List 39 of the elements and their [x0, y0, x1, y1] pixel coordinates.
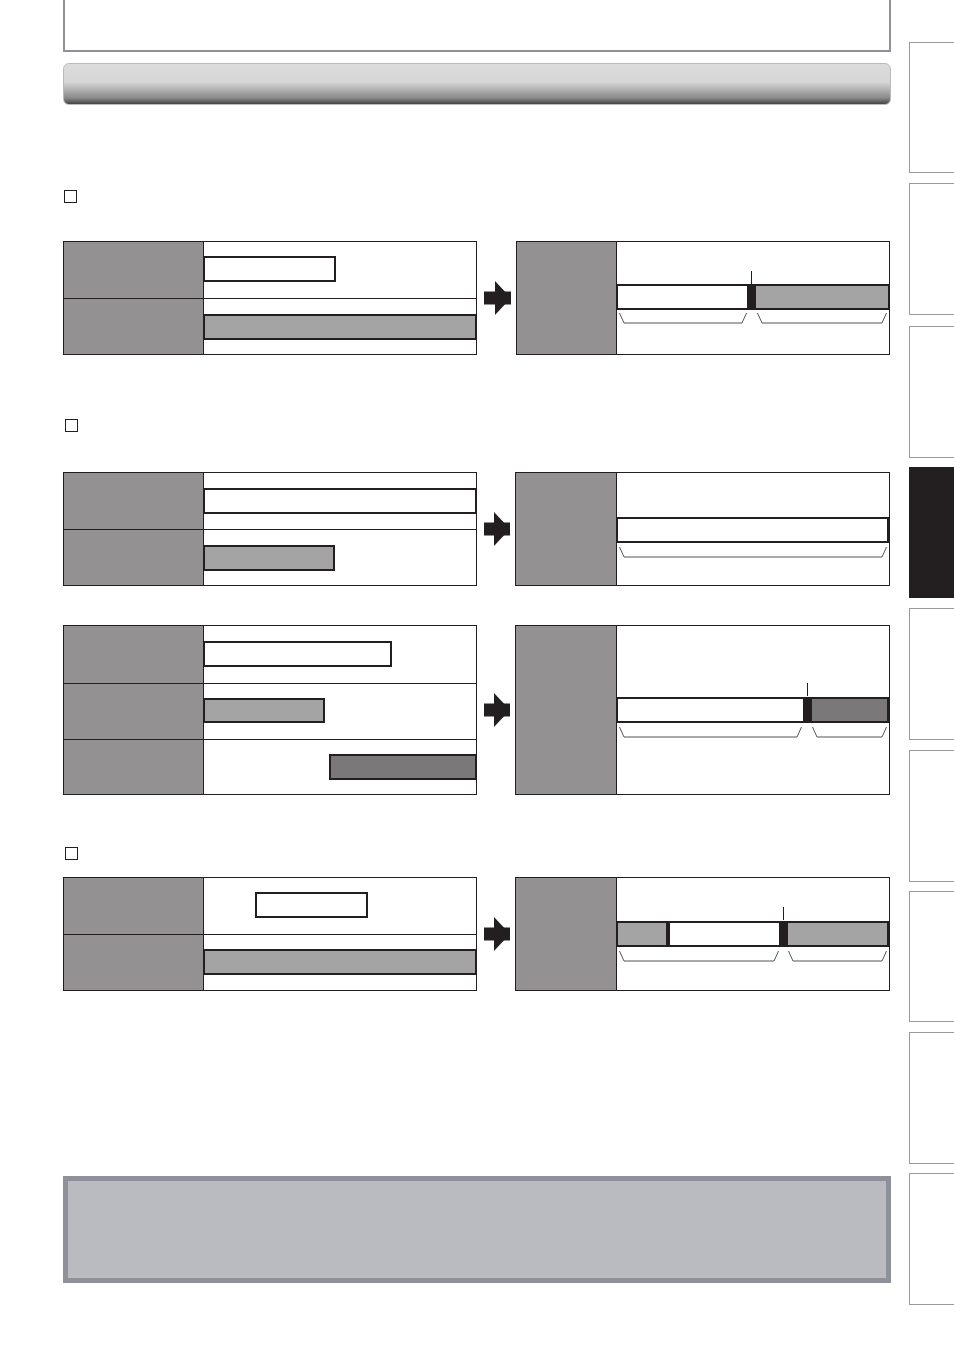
note-box: [63, 1176, 891, 1283]
recording-bar: [616, 284, 749, 310]
side-tab: [909, 608, 954, 740]
timeline-panel: [515, 472, 890, 586]
arrow: [484, 512, 510, 546]
recording-bar: [616, 697, 805, 723]
recording-bar: [203, 314, 477, 340]
side-tab: [909, 467, 954, 598]
arrow: [484, 693, 510, 727]
recording-bar: [255, 892, 368, 918]
side-tab: [909, 183, 954, 315]
side-tab: [909, 1032, 954, 1164]
recording-bar: [616, 517, 889, 543]
timeline-panel: [63, 877, 477, 991]
timeline-panel: [516, 241, 890, 355]
timeline-panel: [515, 625, 890, 795]
arrow: [484, 281, 511, 315]
recording-bar: [754, 284, 890, 310]
timeline-panel: [63, 241, 477, 355]
recording-bar: [616, 921, 668, 947]
timeline-panel: [63, 625, 477, 795]
recording-bar: [203, 698, 325, 723]
recording-bar: [786, 921, 889, 947]
recording-bar: [203, 488, 477, 514]
side-tab: [909, 750, 954, 882]
recording-bar: [203, 949, 477, 975]
side-tab: [909, 1173, 954, 1305]
timeline-panel: [515, 877, 890, 991]
side-tab: [909, 891, 954, 1022]
recording-bar: [203, 545, 335, 571]
recording-bar: [810, 697, 889, 723]
recording-bar: [329, 754, 477, 780]
side-tab: [909, 326, 954, 458]
timeline-panel: [63, 472, 477, 586]
arrow: [484, 917, 510, 951]
side-tab: [909, 42, 954, 173]
recording-bar: [203, 256, 336, 282]
recording-bar: [203, 641, 392, 667]
recording-bar: [668, 921, 781, 947]
